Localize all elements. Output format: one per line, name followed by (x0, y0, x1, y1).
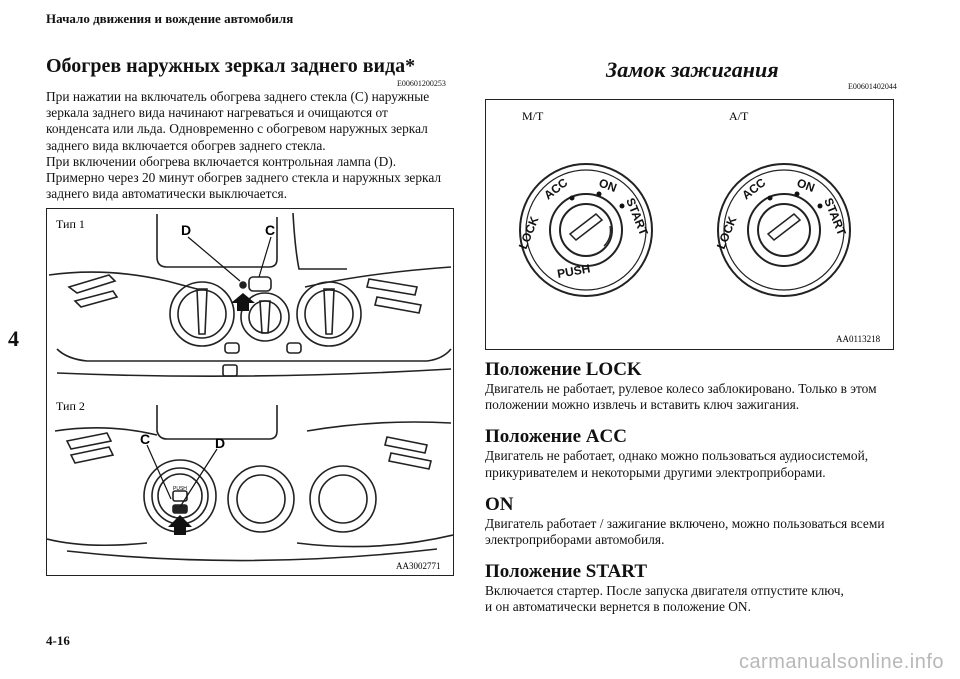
arrow-type1 (231, 293, 255, 311)
ignition-ring-mt (519, 163, 653, 297)
label-d-type2: D (215, 435, 225, 451)
section-start-heading: Положение START (485, 561, 648, 583)
arrow-type2 (168, 515, 192, 535)
section-lock-heading: Положение LOCK (485, 359, 642, 380)
mirror-heater-code: E00601200253 (397, 79, 446, 88)
page-number: 4-16 (46, 633, 70, 648)
knob-center-type1 (240, 292, 290, 342)
type1-label: Тип 1 (56, 217, 85, 231)
display-outline-type1 (156, 214, 278, 268)
ignition-illustration-box: LOCK ACC ON START PUSH LOCK ACC ON START… (485, 99, 894, 350)
heater-figure-code: AA3002771 (396, 561, 441, 571)
mirror-heater-paragraph: При нажатии на включатель обогрева задне… (46, 89, 442, 202)
section-acc-heading: Положение ACC (485, 426, 627, 448)
ignition-title: Замок зажигания (606, 57, 779, 82)
pos-on-mt: ON (597, 176, 619, 195)
section-start-text: Включается стартер. После запуска двигат… (485, 583, 844, 615)
knob-right-type1 (296, 281, 362, 347)
type2-label: Тип 2 (56, 399, 85, 413)
push-label-mt: PUSH (556, 261, 591, 281)
pos-on-at: ON (795, 176, 817, 195)
ignition-figure-code: AA0113218 (836, 334, 881, 344)
knob-right-type2 (309, 465, 377, 533)
section-on: ON Двигатель работает / зажигание включе… (485, 494, 925, 548)
chapter-tab: 4 (0, 318, 27, 360)
heater-illustration-box: Тип 1 Тип 2 D C C D PUSH AA3002771 (46, 208, 454, 576)
section-lock-text: Двигатель не работает, рулевое колесо за… (485, 381, 877, 413)
ignition-code: E00601402044 (848, 82, 897, 91)
ignition-ring-at (717, 163, 851, 297)
section-start: Положение START Включается стартер. Посл… (485, 561, 925, 615)
running-header: Начало движения и вождение автомобиля (46, 11, 294, 26)
display-outline-type2 (156, 405, 278, 440)
section-acc-text: Двигатель не работает, однако можно поль… (485, 448, 869, 480)
section-lock: Положение LOCK Двигатель не работает, ру… (485, 359, 925, 413)
ignition-sections: Положение LOCK Двигатель не работает, ру… (485, 359, 925, 616)
knob-left-type1 (169, 281, 235, 347)
section-on-heading: ON (485, 493, 514, 515)
mt-label: M/T (522, 109, 544, 123)
ignition-illustration: LOCK ACC ON START PUSH LOCK ACC ON START… (516, 109, 881, 344)
push-label-type2: PUSH (173, 486, 187, 492)
section-on-text: Двигатель работает / зажигание включено,… (485, 515, 885, 548)
pos-acc-mt: ACC (541, 175, 570, 202)
label-c-type1: C (265, 222, 275, 238)
at-label: A/T (729, 109, 749, 123)
label-d-type1: D (181, 222, 191, 238)
heater-switch-c-type1 (248, 276, 272, 292)
watermark: carmanualsonline.info (738, 651, 944, 673)
section-acc: Положение ACC Двигатель не работает, одн… (485, 426, 925, 480)
mirror-heater-title: Обогрев наружных зеркал заднего вида* (46, 55, 416, 77)
label-c-type2: C (140, 431, 150, 447)
knob-center-type2 (227, 465, 295, 533)
pos-acc-at: ACC (739, 175, 768, 202)
heater-illustration: Тип 1 Тип 2 D C C D PUSH AA3002771 (46, 212, 454, 571)
